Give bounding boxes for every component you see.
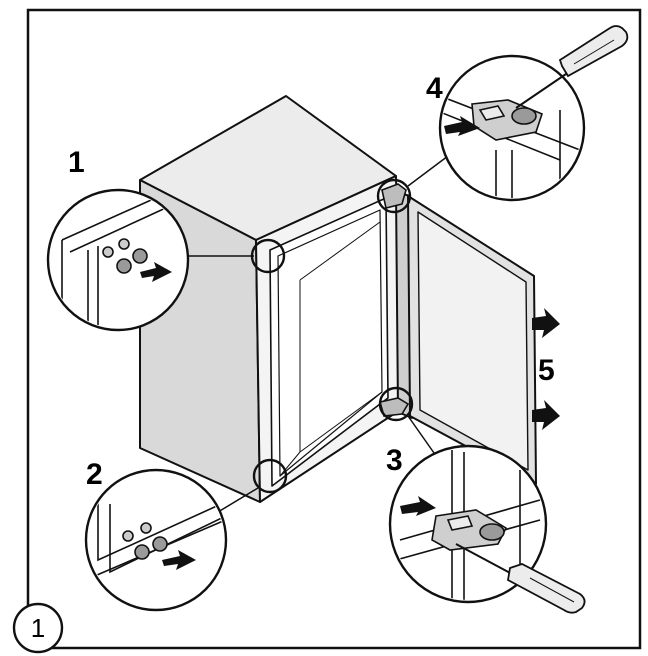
figure-number-circle bbox=[12, 602, 64, 654]
screwdriver-icon bbox=[515, 25, 629, 109]
step-label-4: 4 bbox=[426, 72, 443, 105]
step-label-3: 3 bbox=[386, 444, 403, 477]
detail-3 bbox=[388, 444, 548, 604]
screw bbox=[134, 544, 150, 560]
screw-hole bbox=[140, 522, 152, 534]
detail-1 bbox=[46, 188, 190, 332]
arrow-icon bbox=[400, 496, 436, 516]
leader-2 bbox=[217, 487, 259, 513]
screw-hole bbox=[118, 238, 130, 250]
door-gasket bbox=[417, 211, 529, 471]
interior-depth-line bbox=[279, 451, 301, 477]
interior-floor-line bbox=[299, 391, 383, 453]
marker-bottom-left bbox=[252, 458, 288, 494]
detail-4 bbox=[438, 54, 586, 202]
step-label-5: 5 bbox=[538, 354, 555, 387]
fridge-cabinet bbox=[139, 95, 401, 503]
hinges bbox=[378, 183, 410, 417]
screw-hole bbox=[102, 246, 114, 258]
door-removal-arrows bbox=[532, 308, 560, 430]
step-label-2: 2 bbox=[86, 458, 103, 491]
screw bbox=[132, 248, 148, 264]
screw bbox=[116, 258, 132, 274]
figure-number-badge: 1 bbox=[12, 602, 64, 654]
interior-ceiling-line bbox=[299, 221, 381, 281]
screwdriver-icon bbox=[455, 543, 586, 614]
hinge-pin bbox=[479, 523, 505, 541]
marker-top-hinge bbox=[376, 178, 412, 214]
arrow-icon bbox=[532, 308, 560, 338]
screw bbox=[152, 536, 168, 552]
arrow-icon bbox=[162, 550, 196, 570]
screw-hole bbox=[122, 530, 134, 542]
hinge-pin bbox=[511, 107, 537, 125]
arrow-icon bbox=[140, 262, 172, 282]
figure-number: 1 bbox=[31, 613, 45, 643]
top-hinge bbox=[381, 183, 407, 209]
step-label-1: 1 bbox=[68, 146, 85, 179]
arrow-icon bbox=[444, 116, 480, 136]
detail-2 bbox=[84, 468, 228, 612]
detail-1-circle bbox=[46, 188, 190, 332]
marker-bottom-hinge bbox=[378, 386, 414, 422]
arrow-icon bbox=[532, 400, 560, 430]
